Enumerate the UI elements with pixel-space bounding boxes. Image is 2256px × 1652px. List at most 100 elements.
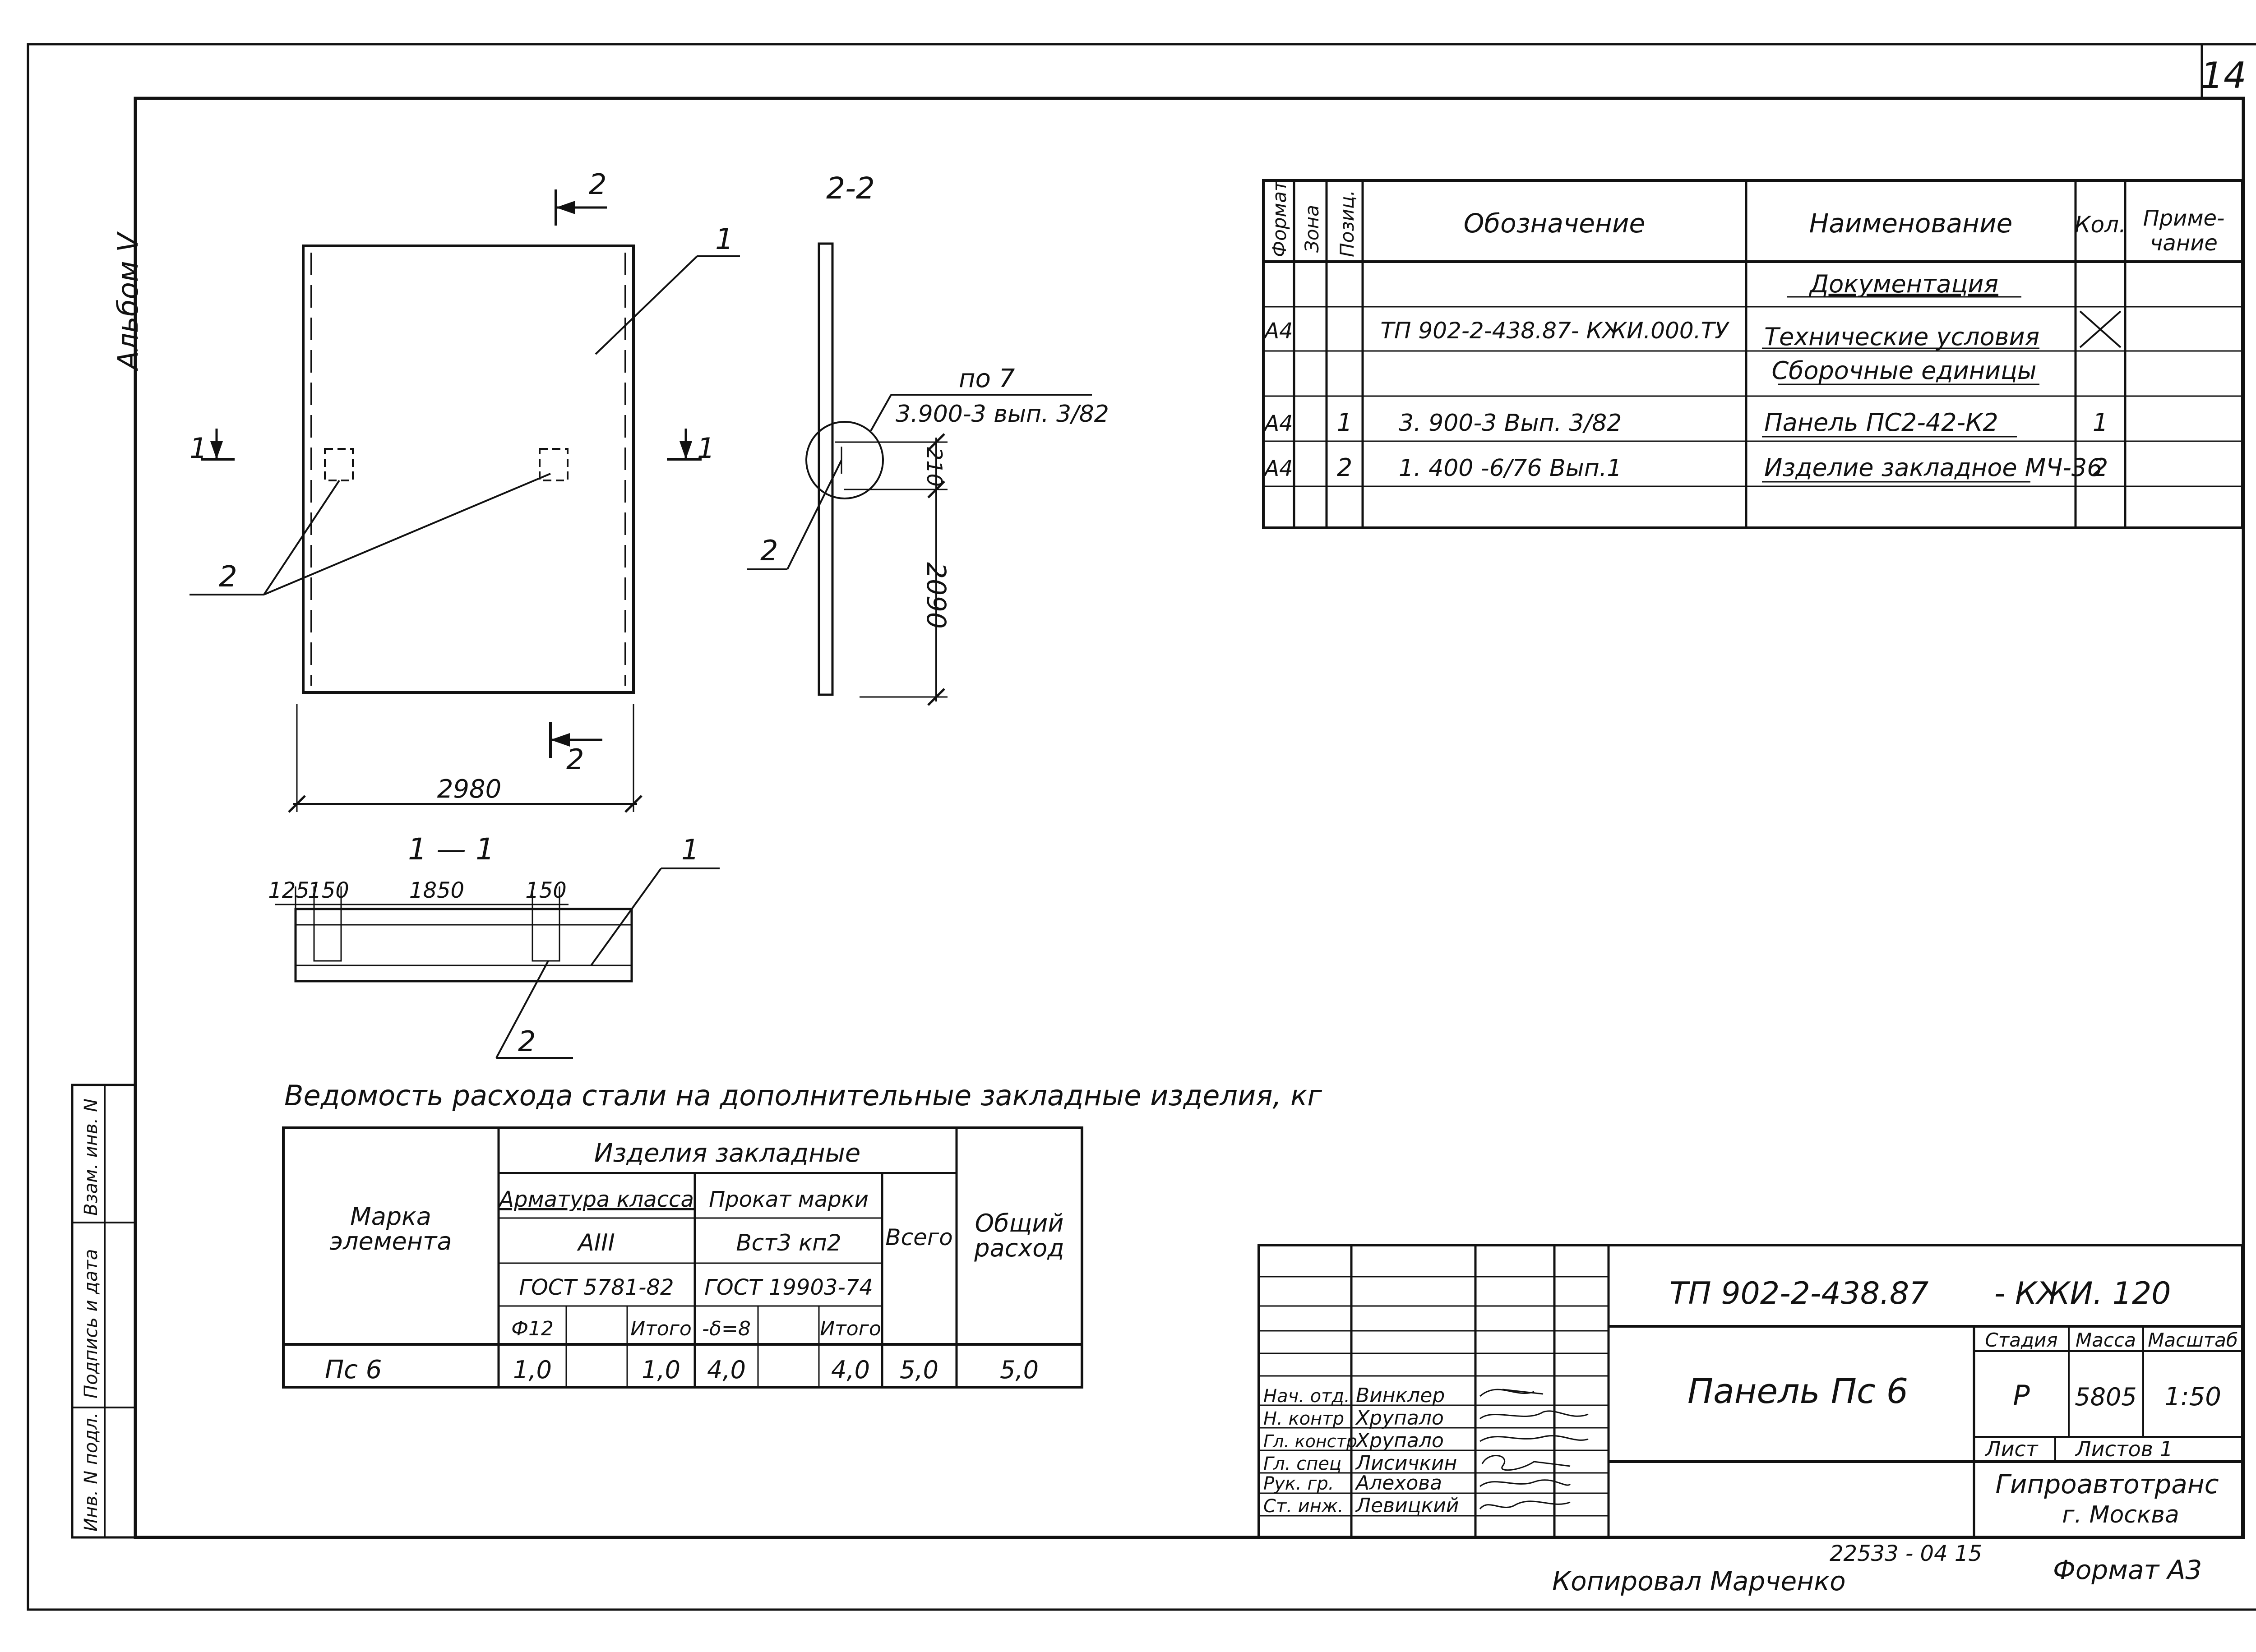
steel-general-2: расход	[974, 1234, 1064, 1262]
steel-mark-1: Марка	[350, 1202, 431, 1231]
spec-r2-name: Сборочные единицы	[1771, 356, 2036, 385]
section-11-dim-0: 125	[268, 878, 310, 903]
spec-h-name: Наименование	[1809, 208, 2013, 239]
spec-r3-format: А4	[1263, 411, 1293, 436]
ref-bottom: 3.900-3 вып. 3/82	[896, 401, 1109, 428]
cut-2-top: 2	[589, 168, 606, 201]
doc-code: ТП 902-2-438.87	[1669, 1276, 1928, 1311]
sheet-number: 14	[2201, 55, 2247, 97]
signer-role-4: Рук. гр.	[1263, 1473, 1334, 1494]
footer-format: Формат А3	[2053, 1555, 2202, 1585]
spec-r1-format: А4	[1263, 318, 1293, 344]
signer-role-2: Гл. констр	[1263, 1431, 1357, 1451]
section-11-dim-3: 150	[525, 878, 567, 903]
sheet-label: Лист	[1984, 1437, 2039, 1461]
sheets-label: Листов 1	[2075, 1437, 2173, 1461]
scale-value: 1:50	[2164, 1382, 2221, 1412]
steel-general-1: Общий	[975, 1209, 1064, 1237]
embed-right	[539, 448, 569, 481]
plan-label-2: 2	[219, 560, 237, 594]
cut-2-bottom: 2	[566, 743, 584, 776]
signer-name-4: Алехова	[1355, 1472, 1442, 1495]
plan-label-1: 1	[715, 223, 734, 256]
mass-value: 5805	[2075, 1383, 2136, 1411]
spec-h-zone: Зона	[1301, 205, 1323, 253]
steel-mark-2: элемента	[329, 1227, 452, 1255]
steel-prokat-grade: Вст3 кп2	[736, 1230, 841, 1256]
section-11-label-2: 2	[518, 1025, 536, 1058]
spec-r3-qty: 1	[2093, 408, 2108, 437]
steel-table: Ведомость расхода стали на дополнительны…	[282, 1079, 1322, 1389]
steel-arm-class: АIII	[577, 1229, 615, 1256]
steel-row-v4: 4,0	[707, 1356, 746, 1384]
spec-r4-designation: 1. 400 -6/76 Вып.1	[1399, 455, 1622, 482]
cut-1-right: 1	[697, 432, 715, 465]
signer-name-2: Хрупало	[1355, 1429, 1444, 1452]
outer-border	[27, 43, 2256, 1611]
spec-h-format: Формат	[1268, 180, 1290, 257]
steel-sub-3: -δ=8	[702, 1317, 751, 1340]
signer-name-0: Винклер	[1356, 1384, 1445, 1407]
dim-height: 2090	[921, 562, 952, 629]
spec-h-qty: Кол.	[2075, 212, 2126, 238]
scale-label: Масштаб	[2148, 1329, 2238, 1351]
spec-r4-pos: 2	[1337, 453, 1352, 482]
title-block: ТП 902-2-438.87 - КЖИ. 120 Панель Пс 6 С…	[1257, 1244, 2244, 1539]
steel-sub-5: Итого	[820, 1317, 881, 1340]
ref-top: по 7	[959, 364, 1015, 393]
signer-name-1: Хрупало	[1355, 1407, 1444, 1430]
section-11-body	[294, 908, 633, 983]
steel-col-total: Всего	[885, 1224, 952, 1251]
spec-h-designation: Обозначение	[1464, 208, 1645, 239]
spec-r0-name: Документация	[1809, 270, 1998, 298]
steel-row-v6: 4,0	[831, 1356, 870, 1384]
footer-code: 22533 - 04 15	[1830, 1541, 1982, 1566]
inner-frame	[134, 97, 2245, 1539]
stage-value: Р	[2013, 1379, 2030, 1412]
steel-group-header: Изделия закладные	[594, 1139, 861, 1168]
signer-role-1: Н. контр	[1263, 1408, 1344, 1429]
dim-small: 210	[922, 447, 947, 487]
steel-row-general: 5,0	[1000, 1356, 1039, 1384]
section-11-dim-1: 150	[308, 878, 349, 903]
spec-r4-qty: 2	[2093, 453, 2108, 482]
steel-prokat-header: Прокат марки	[709, 1187, 869, 1212]
signer-role-0: Нач. отд.	[1263, 1386, 1350, 1407]
embed-left	[324, 448, 354, 481]
org-city: г. Москва	[2062, 1501, 2179, 1528]
plan-width-dim: 2980	[437, 775, 502, 804]
cut-1-left: 1	[190, 432, 207, 465]
spec-h-pos: Позиц.	[1336, 190, 1358, 257]
album-label: Альбом V	[111, 231, 144, 372]
steel-row-total: 5,0	[900, 1356, 938, 1384]
steel-row-mark: Пс 6	[325, 1355, 382, 1384]
steel-prokat-gost: ГОСТ 19903-74	[704, 1275, 873, 1300]
signer-name-3: Лисичкин	[1355, 1452, 1457, 1475]
spec-r3-pos: 1	[1337, 408, 1352, 437]
plan-view: 1 2 2980 2 2 1 1	[190, 168, 740, 813]
left-stamp-strip: Инв. N подл. Подпись и дата Взам. инв. N	[71, 1084, 137, 1539]
spec-table: Формат Зона Позиц. Обозначение Наименова…	[1262, 179, 2244, 529]
copied-by: Копировал Марченко	[1552, 1566, 1846, 1597]
drawing-name: Панель Пс 6	[1687, 1371, 1908, 1411]
steel-sub-2: Итого	[630, 1317, 692, 1340]
strip-inv-label: Инв. N подл.	[81, 1412, 102, 1532]
signer-role-3: Гл. спец	[1263, 1454, 1341, 1474]
stage-label: Стадия	[1985, 1329, 2057, 1351]
spec-r1-designation: ТП 902-2-438.87- КЖИ.000.ТУ	[1380, 318, 1730, 344]
section-11-title: 1 — 1	[408, 832, 495, 867]
section-11-label-1: 1	[681, 833, 699, 866]
panel-outline	[302, 245, 635, 694]
spec-r3-designation: 3. 900-3 Вып. 3/82	[1399, 410, 1622, 437]
detail-circle	[805, 421, 884, 499]
section-1-1: 1 — 1 125 150 1850 150 1 2	[268, 832, 720, 1059]
section-22-title: 2-2	[826, 171, 875, 206]
steel-arm-gost: ГОСТ 5781-82	[519, 1275, 674, 1300]
signer-name-5: Левицкий	[1355, 1494, 1459, 1517]
steel-title: Ведомость расхода стали на дополнительны…	[284, 1079, 1322, 1112]
org-name: Гипроавтотранс	[1995, 1469, 2219, 1500]
steel-row-v1: 1,0	[513, 1356, 552, 1384]
spec-r4-name: Изделие закладное МЧ-36	[1764, 453, 2103, 482]
spec-r3-name: Панель ПС2-42-К2	[1764, 408, 1998, 437]
